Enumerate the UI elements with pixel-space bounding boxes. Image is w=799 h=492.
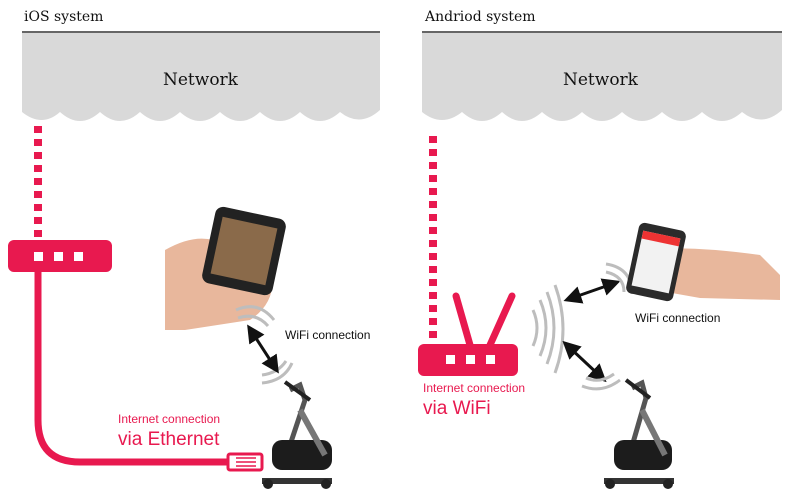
ethernet-plug-icon xyxy=(226,452,264,472)
android-wifi-label: WiFi connection xyxy=(635,311,721,325)
ios-wifi-arrow xyxy=(247,324,279,374)
android-network-cloud xyxy=(422,31,782,121)
ios-internet-label: Internet connection xyxy=(118,412,221,426)
android-system-title: Andriod system xyxy=(425,9,536,25)
ethernet-cable xyxy=(34,272,230,466)
ios-router-icon xyxy=(8,240,112,272)
ios-via-label: via Ethernet xyxy=(118,429,220,450)
android-phone-in-hand-image xyxy=(626,222,780,302)
ios-wifi-label: WiFi connection xyxy=(285,328,371,342)
ios-network-cloud xyxy=(22,31,380,121)
android-phone-waves xyxy=(581,262,634,391)
ios-exercise-bike-image xyxy=(262,380,332,489)
android-via-label: via WiFi xyxy=(423,398,491,419)
android-phone-arrow xyxy=(563,278,621,304)
iphone-in-hand-image xyxy=(165,206,286,330)
android-exercise-bike-image xyxy=(604,378,674,489)
ios-system-title: iOS system xyxy=(24,9,104,25)
ios-network-label: Network xyxy=(163,70,238,90)
android-router-waves xyxy=(531,284,565,374)
android-network-label: Network xyxy=(563,70,638,90)
android-internet-label: Internet connection xyxy=(423,381,526,395)
android-wifi-router-icon xyxy=(418,292,518,376)
android-bike-arrow xyxy=(562,340,607,383)
